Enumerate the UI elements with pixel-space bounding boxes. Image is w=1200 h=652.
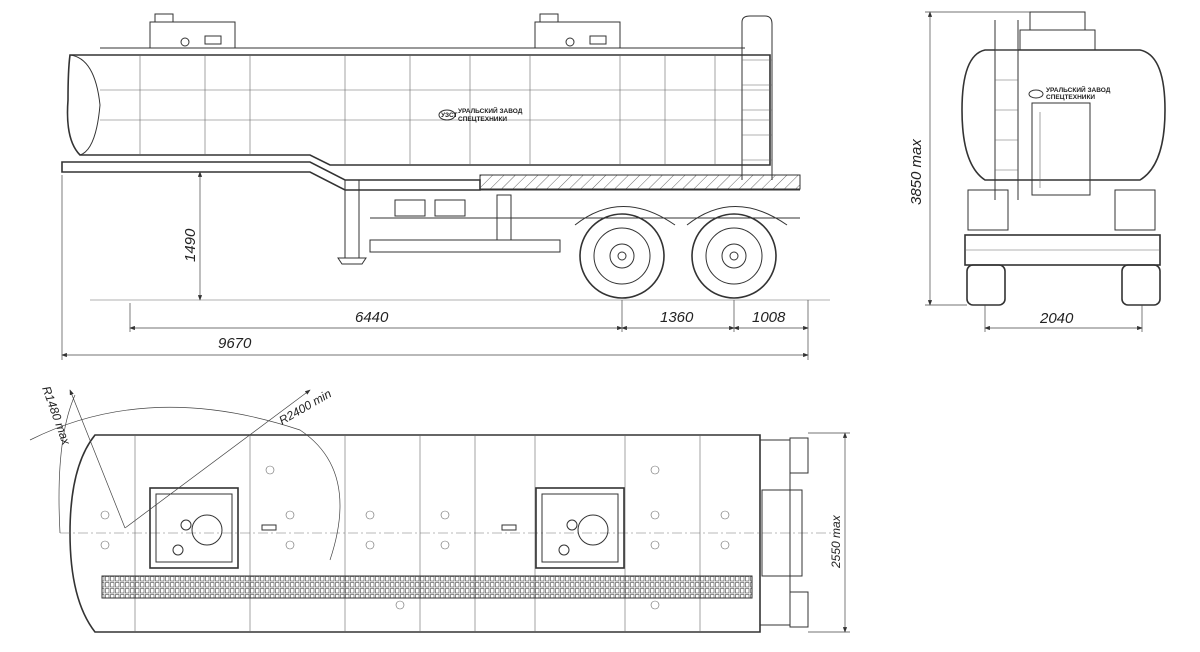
manhole-rear <box>534 13 621 49</box>
landing-gear <box>337 179 367 265</box>
side-logo: УЗСТ УРАЛЬСКИЙ ЗАВОД СПЕЦТЕХНИКИ <box>438 106 523 123</box>
rear-view: УРАЛЬСКИЙ ЗАВОД СПЕЦТЕХНИКИ <box>961 11 1166 306</box>
chassis-frame <box>61 161 801 241</box>
dim-rear-overhang: 1008 <box>752 309 786 326</box>
rear-dimensions: 3850 max 2040 <box>908 11 1143 332</box>
manhole-front <box>149 13 236 49</box>
top-manhole-rear <box>535 487 625 569</box>
top-frames <box>134 435 701 632</box>
side-view: УЗСТ УРАЛЬСКИЙ ЗАВОД СПЕЦТЕХНИКИ <box>61 13 830 301</box>
dim-turning-radius: R2400 min <box>277 386 335 427</box>
tank-hoops <box>100 55 770 165</box>
tank-body <box>66 54 771 166</box>
top-bolts <box>100 465 730 610</box>
rear-logo: УРАЛЬСКИЙ ЗАВОД СПЕЦТЕХНИКИ <box>1028 85 1111 101</box>
dim-rear-width: 2040 <box>1039 310 1074 327</box>
dim-kingpin-axle: 6440 <box>355 309 389 326</box>
wheel-rear <box>691 213 777 299</box>
rear-logo-line1: УРАЛЬСКИЙ ЗАВОД <box>1046 85 1111 94</box>
side-guard <box>369 239 561 253</box>
side-dimensions: 1490 6440 1360 1008 9670 <box>61 171 809 360</box>
logo-line1: УРАЛЬСКИЙ ЗАВОД <box>458 106 523 115</box>
dim-axle-spacing: 1360 <box>660 309 694 326</box>
rear-ladder <box>741 15 773 180</box>
rear-logo-line2: СПЕЦТЕХНИКИ <box>1046 94 1095 101</box>
dim-overall-height: 3850 max <box>908 139 925 205</box>
dim-kingpin-height: 1490 <box>182 228 199 262</box>
logo-mark: УЗСТ <box>441 112 457 119</box>
logo-line2: СПЕЦТЕХНИКИ <box>458 116 507 123</box>
wheel-front <box>579 213 665 299</box>
rear-view-ladder <box>994 20 1019 200</box>
top-view <box>60 434 840 633</box>
rear-tank-shell <box>961 49 1166 181</box>
dim-overall-width-top: 2550 max <box>829 514 843 569</box>
top-tank-outline <box>69 434 761 633</box>
top-walkway-grating <box>101 575 753 599</box>
top-manhole-front <box>149 487 239 569</box>
dim-overall-length: 9670 <box>218 335 252 352</box>
dim-front-swing-radius: R1480 max <box>39 384 73 447</box>
